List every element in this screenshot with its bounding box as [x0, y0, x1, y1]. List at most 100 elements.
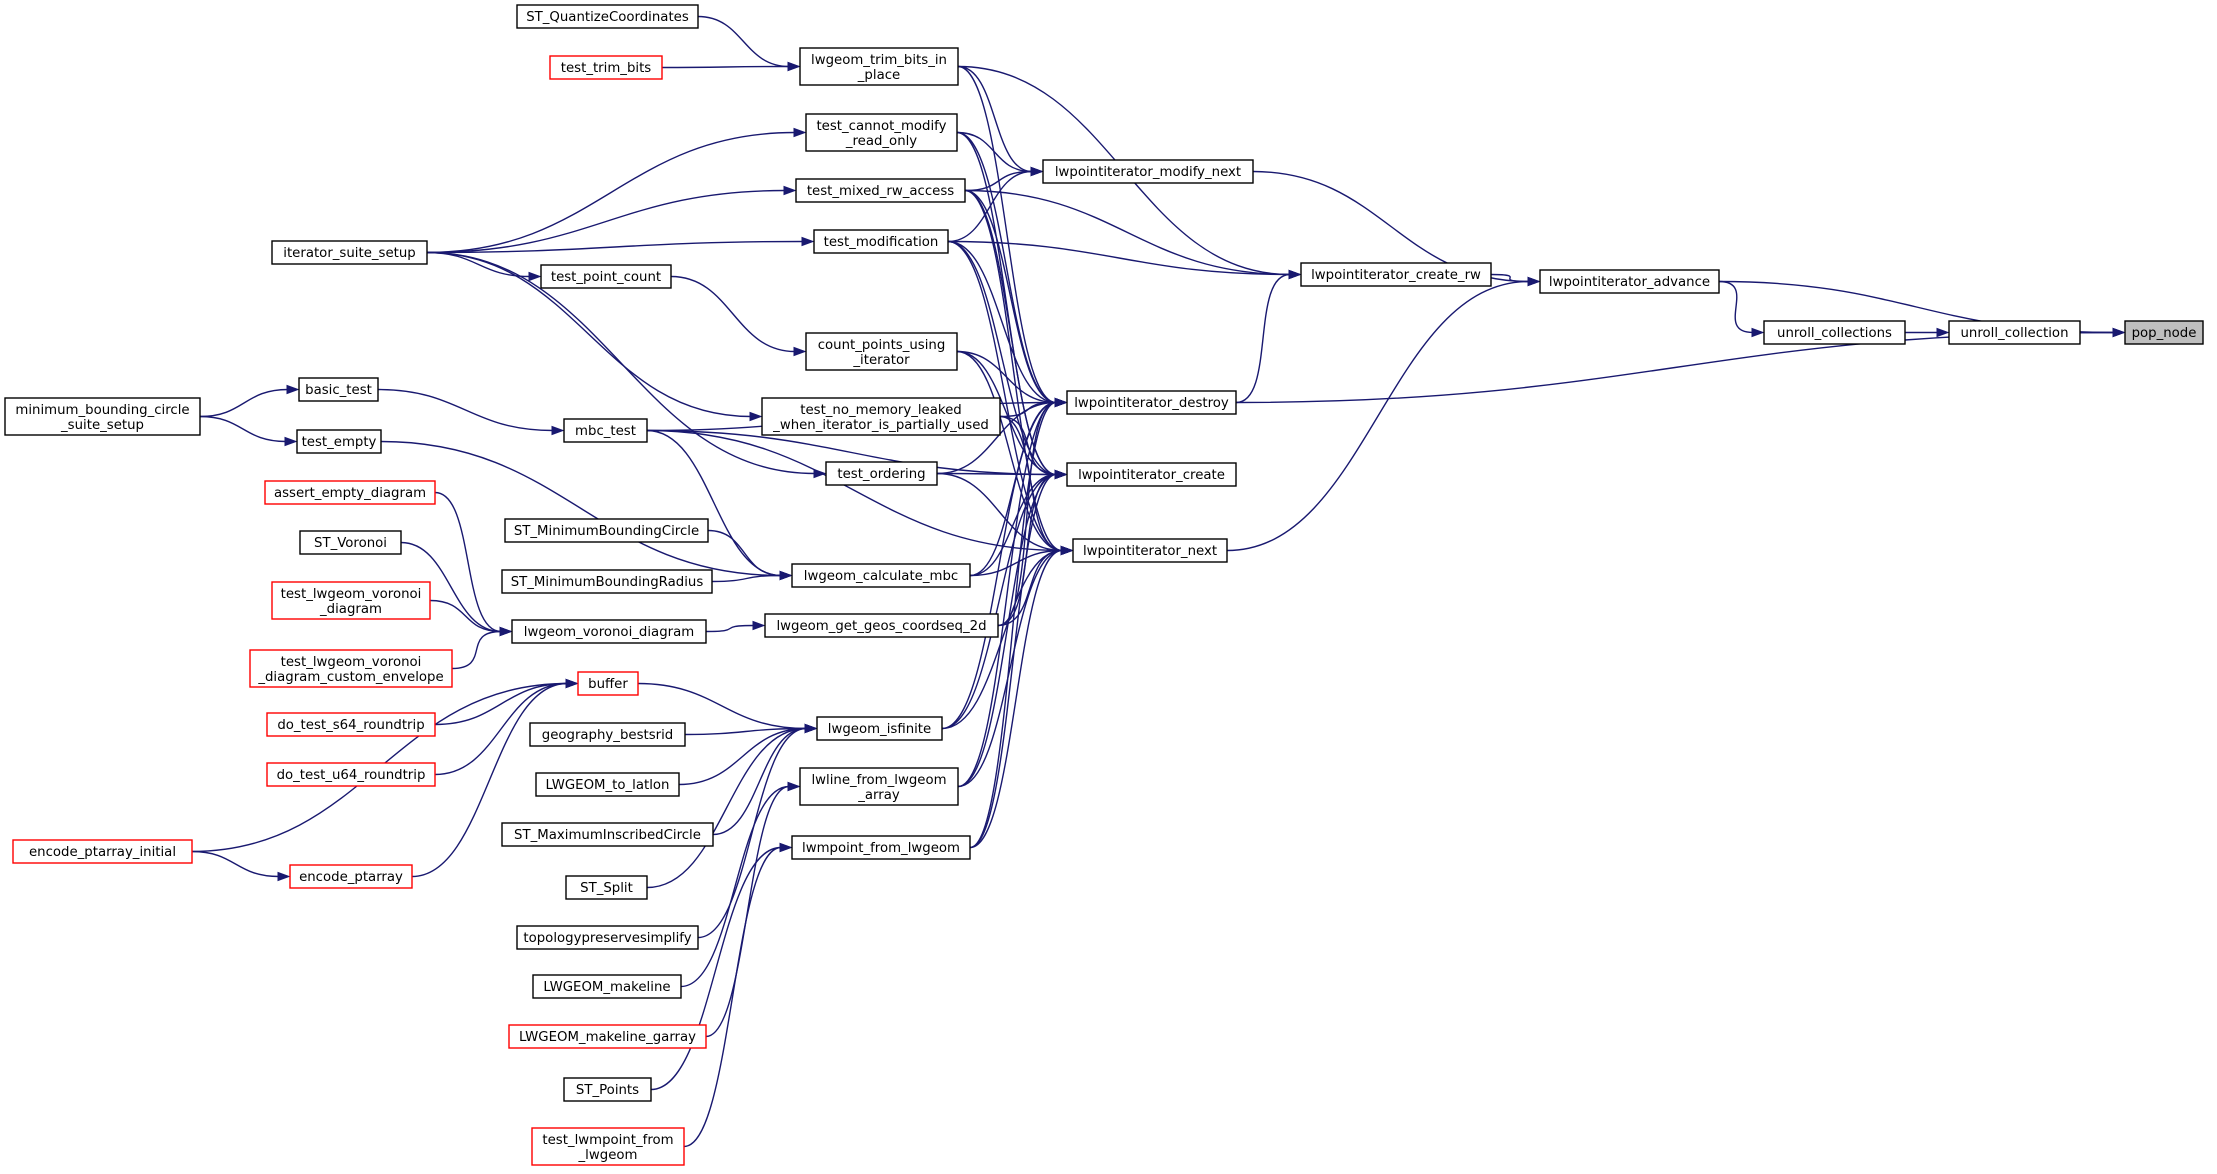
node-st-maximuminscribedcircle[interactable]: ST_MaximumInscribedCircle — [501, 822, 714, 847]
node-label: ST_MinimumBoundingCircle — [514, 524, 699, 539]
node-label: lwpointiterator_next — [1083, 544, 1217, 559]
node-label: unroll_collections — [1777, 326, 1892, 341]
node-box — [549, 55, 663, 80]
edge-topologypreservesimplify-to-lwgeom-isfinite — [697, 723, 818, 939]
node-lwline-from-lwgeom-array[interactable]: lwline_from_lwgeom_array — [799, 767, 959, 806]
node-geography-bestsrid[interactable]: geography_bestsrid — [529, 722, 686, 747]
node-lwgeom-calculate-mbc[interactable]: lwgeom_calculate_mbc — [791, 563, 971, 588]
node-test-ordering[interactable]: test_ordering — [825, 461, 938, 486]
edge-test-lwgeom-voronoi-diagram-to-lwgeom-voronoi-diagram — [429, 599, 513, 637]
node-lwpointiterator-destroy[interactable]: lwpointiterator_destroy — [1066, 390, 1237, 415]
node-lwgeom-isfinite[interactable]: lwgeom_isfinite — [816, 716, 943, 741]
edge-lwmpoint-from-lwgeom-to-lwpointiterator-destroy — [969, 397, 1068, 849]
node-basic-test[interactable]: basic_test — [298, 377, 379, 402]
node-label: lwpointiterator_create_rw — [1311, 268, 1481, 283]
node-unroll-collections[interactable]: unroll_collections — [1763, 320, 1906, 345]
node-label: test_lwgeom_voronoi — [281, 655, 422, 670]
edge-lwpointiterator-advance-to-unroll-collections — [1718, 280, 1765, 338]
node-test-point-count[interactable]: test_point_count — [540, 264, 672, 289]
node-lwgeom-to-latlon[interactable]: LWGEOM_to_latlon — [535, 772, 680, 797]
edge-st-minimumboundingradius-to-lwgeom-calculate-mbc — [711, 570, 793, 583]
node-pop-node[interactable]: pop_node — [2124, 320, 2204, 345]
node-label: test_lwmpoint_from — [542, 1133, 673, 1148]
node-box — [1066, 390, 1237, 415]
node-test-mixed-rw-access[interactable]: test_mixed_rw_access — [795, 178, 966, 203]
node-minimum-bounding-circle-suite-setup[interactable]: minimum_bounding_circle_suite_setup — [4, 397, 201, 436]
edge-test-lwgeom-voronoi-diagram-custom-envelope-to-lwgeom-voronoi-diagram — [451, 626, 513, 670]
node-label: LWGEOM_to_latlon — [546, 778, 670, 793]
node-test-modification[interactable]: test_modification — [813, 229, 949, 254]
node-label: geography_bestsrid — [542, 728, 674, 743]
edge-lwgeom-trim-bits-in-place-to-lwpointiterator-modify-next — [957, 65, 1044, 177]
node-box — [12, 839, 193, 864]
node-box — [266, 762, 436, 787]
node-box — [1066, 462, 1237, 487]
node-lwgeom-trim-bits-in-place[interactable]: lwgeom_trim_bits_in_place — [799, 47, 959, 86]
node-label: test_modification — [824, 235, 939, 250]
call-graph-nodes: pop_node unroll_collection unroll_collecti… — [4, 4, 2204, 1166]
edge-iterator-suite-setup-to-test-modification — [426, 236, 815, 254]
node-iterator-suite-setup[interactable]: iterator_suite_setup — [271, 240, 428, 265]
node-lwmpoint-from-lwgeom[interactable]: lwmpoint_from_lwgeom — [791, 835, 971, 860]
edge-minimum-bounding-circle-suite-setup-to-basic-test — [199, 384, 300, 418]
edge-iterator-suite-setup-to-test-ordering — [426, 251, 827, 479]
node-lwgeom-voronoi-diagram[interactable]: lwgeom_voronoi_diagram — [511, 619, 707, 644]
node-do-test-u64-roundtrip[interactable]: do_test_u64_roundtrip — [266, 762, 436, 787]
node-test-lwmpoint-from-lwgeom[interactable]: test_lwmpoint_from_lwgeom — [531, 1127, 685, 1166]
node-box — [271, 240, 428, 265]
edge-lwpointiterator-next-to-lwpointiterator-advance — [1226, 276, 1541, 552]
node-topologypreservesimplify[interactable]: topologypreservesimplify — [516, 925, 699, 950]
node-st-points[interactable]: ST_Points — [563, 1077, 652, 1102]
node-lwpointiterator-create[interactable]: lwpointiterator_create — [1066, 462, 1237, 487]
node-label: unroll_collection — [1961, 326, 2069, 341]
node-lwpointiterator-next[interactable]: lwpointiterator_next — [1072, 538, 1228, 563]
node-buffer[interactable]: buffer — [577, 671, 639, 696]
node-box — [1072, 538, 1228, 563]
node-st-minimumboundingradius[interactable]: ST_MinimumBoundingRadius — [501, 569, 713, 594]
node-box — [1042, 159, 1254, 184]
node-box — [535, 772, 680, 797]
node-test-trim-bits[interactable]: test_trim_bits — [549, 55, 663, 80]
node-st-quantizecoordinates[interactable]: ST_QuantizeCoordinates — [516, 4, 699, 29]
node-label: test_mixed_rw_access — [807, 184, 954, 199]
node-lwgeom-makeline[interactable]: LWGEOM_makeline — [532, 974, 682, 999]
node-label: _read_only — [845, 134, 917, 149]
edge-lwgeom-voronoi-diagram-to-lwgeom-get-geos-coordseq-2d — [705, 620, 766, 633]
node-assert-empty-diagram[interactable]: assert_empty_diagram — [264, 480, 436, 505]
node-lwgeom-makeline-garray[interactable]: LWGEOM_makeline_garray — [508, 1024, 707, 1049]
node-count-points-using-iterator[interactable]: count_points_using_iterator — [805, 332, 958, 371]
node-test-no-memory-leaked[interactable]: test_no_memory_leaked_when_iterator_is_p… — [761, 397, 1001, 436]
edge-mbc-test-to-lwgeom-calculate-mbc — [646, 429, 793, 581]
node-test-cannot-modify-read-only[interactable]: test_cannot_modify_read_only — [805, 113, 958, 152]
node-label: lwgeom_trim_bits_in — [811, 53, 947, 68]
node-label: assert_empty_diagram — [274, 486, 426, 501]
node-label: LWGEOM_makeline_garray — [519, 1030, 696, 1045]
node-box — [298, 377, 379, 402]
node-test-lwgeom-voronoi-diagram-custom-envelope[interactable]: test_lwgeom_voronoi_diagram_custom_envel… — [249, 649, 453, 688]
node-test-empty[interactable]: test_empty — [296, 429, 382, 454]
node-label: encode_ptarray_initial — [29, 845, 176, 860]
node-lwgeom-get-geos-coordseq-2d[interactable]: lwgeom_get_geos_coordseq_2d — [764, 613, 999, 638]
node-mbc-test[interactable]: mbc_test — [563, 418, 648, 443]
edge-iterator-suite-setup-to-test-mixed-rw-access — [426, 185, 797, 254]
node-do-test-s64-roundtrip[interactable]: do_test_s64_roundtrip — [266, 712, 436, 737]
node-box — [1539, 269, 1720, 294]
node-box — [799, 767, 959, 806]
node-box — [266, 712, 436, 737]
node-label: pop_node — [2132, 326, 2197, 341]
node-lwpointiterator-modify-next[interactable]: lwpointiterator_modify_next — [1042, 159, 1254, 184]
node-lwpointiterator-advance[interactable]: lwpointiterator_advance — [1539, 269, 1720, 294]
node-st-split[interactable]: ST_Split — [565, 875, 648, 900]
node-box — [1763, 320, 1906, 345]
node-encode-ptarray-initial[interactable]: encode_ptarray_initial — [12, 839, 193, 864]
node-label: _iterator — [852, 353, 910, 368]
node-box — [271, 581, 431, 620]
edge-st-quantizecoordinates-to-lwgeom-trim-bits-in-place — [697, 15, 801, 72]
node-encode-ptarray[interactable]: encode_ptarray — [289, 864, 413, 889]
node-st-minimumboundingcircle[interactable]: ST_MinimumBoundingCircle — [504, 518, 709, 543]
node-lwpointiterator-create-rw[interactable]: lwpointiterator_create_rw — [1300, 262, 1492, 287]
node-unroll-collection[interactable]: unroll_collection — [1948, 320, 2081, 345]
node-test-lwgeom-voronoi-diagram[interactable]: test_lwgeom_voronoi_diagram — [271, 581, 431, 620]
node-st-voronoi[interactable]: ST_Voronoi — [299, 530, 402, 555]
